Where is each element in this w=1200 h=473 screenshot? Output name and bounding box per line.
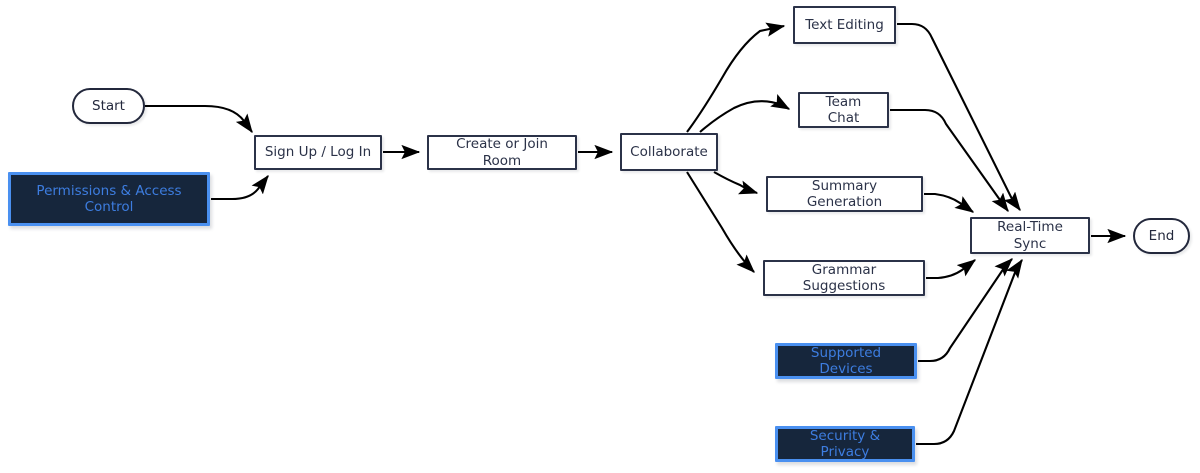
edge-devices-to-sync — [918, 258, 1013, 363]
node-sign-up-log-in[interactable]: Sign Up / Log In — [254, 135, 382, 170]
node-team-chat-label: Team Chat — [825, 93, 862, 126]
node-text-editing[interactable]: Text Editing — [793, 6, 896, 44]
edge-collaborate-to-grammar — [686, 171, 755, 273]
edge-textedit-to-sync — [897, 22, 1021, 212]
edge-summary-to-sync — [924, 192, 975, 213]
node-collaborate[interactable]: Collaborate — [620, 133, 718, 171]
edge-grammar-to-sync — [926, 259, 976, 280]
node-grammar-suggestions[interactable]: Grammar Suggestions — [763, 260, 925, 296]
node-permissions-access-control[interactable]: Permissions & Access Control — [8, 172, 210, 226]
node-create-or-join-room-label: Create or Join Room — [456, 136, 548, 169]
node-team-chat[interactable]: Team Chat — [798, 92, 889, 128]
node-end[interactable]: End — [1133, 218, 1190, 254]
node-collaborate-label: Collaborate — [630, 143, 708, 160]
node-start[interactable]: Start — [72, 88, 145, 124]
node-summary-generation-label: Summary Generation — [806, 177, 883, 210]
node-end-label: End — [1148, 227, 1175, 244]
node-security-privacy-label: Security & Privacy — [809, 427, 881, 460]
edge-start-to-signup — [145, 104, 253, 134]
node-real-time-sync[interactable]: Real-Time Sync — [970, 217, 1090, 254]
edge-collaborate-to-textedit — [686, 22, 786, 133]
edge-permissions-to-signup — [211, 175, 269, 201]
edge-security-to-sync — [916, 258, 1023, 446]
node-security-privacy[interactable]: Security & Privacy — [775, 426, 915, 462]
node-summary-generation[interactable]: Summary Generation — [766, 176, 923, 212]
node-supported-devices-label: Supported Devices — [810, 344, 882, 377]
node-supported-devices[interactable]: Supported Devices — [775, 343, 917, 379]
node-grammar-suggestions-label: Grammar Suggestions — [802, 261, 886, 294]
node-start-label: Start — [92, 97, 125, 114]
node-permissions-access-control-label: Permissions & Access Control — [36, 182, 182, 215]
node-sign-up-log-in-label: Sign Up / Log In — [264, 144, 372, 161]
edge-teamchat-to-sync — [890, 108, 1009, 213]
node-create-or-join-room[interactable]: Create or Join Room — [427, 135, 577, 170]
node-real-time-sync-label: Real-Time Sync — [997, 219, 1063, 252]
edge-collaborate-to-teamchat — [699, 94, 791, 133]
edge-collaborate-to-summary — [713, 171, 759, 195]
node-text-editing-label: Text Editing — [805, 16, 884, 33]
